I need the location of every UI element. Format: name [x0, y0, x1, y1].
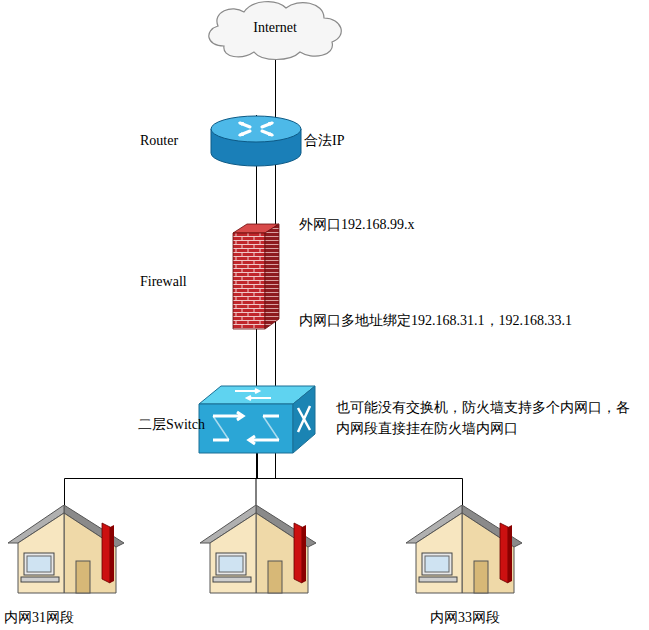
subnet-label: 内网31网段: [4, 609, 74, 627]
subnet-house: 内网31网段: [4, 505, 124, 595]
device-label: Firewall: [140, 273, 187, 291]
subnet-label: 内网33网段: [430, 609, 500, 627]
network-link: [65, 453, 258, 505]
callout-note: 也可能没有交换机，防火墙支持多个内网口，各内网段直接挂在防火墙内网口: [336, 397, 642, 439]
router-icon: Router合法IP: [210, 115, 302, 168]
subnet-house: 内网33网段: [402, 505, 522, 595]
cloud-label: Internet: [202, 19, 348, 37]
port-note: 内网口多地址绑定192.168.31.1，192.168.33.1: [299, 312, 572, 330]
network-link: [256, 168, 257, 224]
network-link: [258, 453, 463, 505]
address-note: 合法IP: [304, 132, 344, 150]
device-label: Router: [140, 132, 178, 150]
device-label: 二层Switch: [138, 416, 205, 434]
drop-wire: [256, 479, 257, 506]
subnet-house-art: [4, 505, 124, 595]
subnet-house-art: [402, 505, 522, 595]
router-icon-art: [210, 115, 302, 168]
switch-icon-art: [199, 386, 315, 453]
house-icon: [200, 505, 316, 593]
internet-cloud: Internet: [202, 0, 348, 60]
port-note: 外网口192.168.99.x: [299, 216, 415, 234]
firewall-icon-art: [233, 224, 279, 329]
switch-icon: 二层Switch也可能没有交换机，防火墙支持多个内网口，各内网段直接挂在防火墙内…: [199, 386, 315, 453]
network-link: [256, 329, 257, 386]
firewall-icon: Firewall外网口192.168.99.x内网口多地址绑定192.168.3…: [233, 224, 279, 329]
